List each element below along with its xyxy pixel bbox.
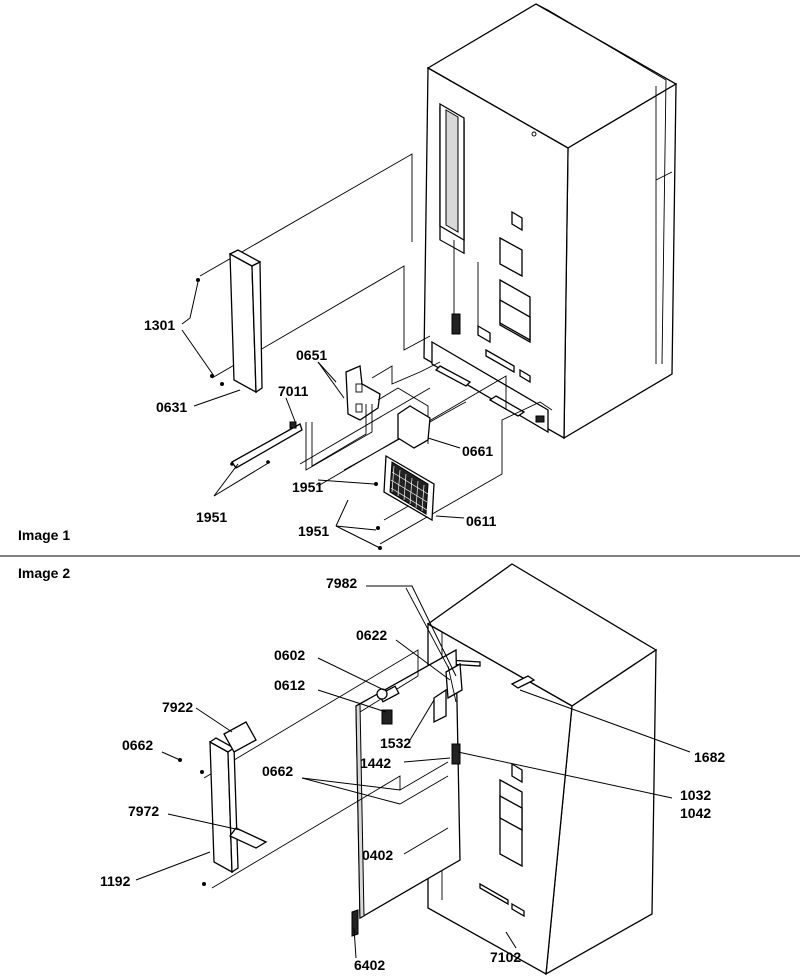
label-1032: 1032 (680, 787, 711, 803)
label-7972: 7972 (128, 803, 159, 819)
label-1042: 1042 (680, 805, 711, 821)
label-0602: 0602 (274, 647, 305, 663)
guide-lines-1 (199, 153, 553, 545)
trim-1192 (178, 721, 268, 886)
label-1951-a: 1951 (292, 479, 323, 495)
label-0612: 0612 (274, 677, 305, 693)
label-6402: 6402 (354, 957, 385, 973)
caption-image-1: Image 1 (18, 527, 70, 543)
label-1301: 1301 (144, 317, 175, 333)
back-panel-0631 (196, 249, 263, 394)
label-0622: 0622 (356, 627, 387, 643)
leaders-2 (135, 585, 691, 959)
label-0631: 0631 (156, 399, 187, 415)
label-1682: 1682 (694, 749, 725, 765)
image1-group: 1301 0631 0651 7011 0661 1951 1951 1951 … (18, 3, 678, 550)
bracket-0651 (345, 365, 429, 444)
label-7922: 7922 (162, 699, 193, 715)
label-1192: 1192 (100, 873, 131, 889)
label-0611: 0611 (466, 513, 497, 529)
label-0662-a: 0662 (122, 737, 153, 753)
label-0651: 0651 (296, 347, 327, 363)
hinge-parts (376, 662, 463, 765)
label-0402: 0402 (362, 847, 393, 863)
label-7011: 7011 (278, 383, 309, 399)
cabinet-2 (426, 563, 658, 976)
label-7102: 7102 (490, 949, 521, 965)
label-1442: 1442 (360, 755, 391, 771)
label-7982: 7982 (326, 575, 357, 591)
tubing-7011 (305, 404, 373, 471)
label-1532: 1532 (380, 735, 411, 751)
image2-group: 7982 0622 0602 0612 7922 0662 1532 1442 … (18, 563, 725, 976)
label-1951-b: 1951 (196, 509, 227, 525)
leaders-1 (181, 281, 465, 549)
label-1951-c: 1951 (298, 523, 329, 539)
caption-image-2: Image 2 (18, 565, 70, 581)
cabinet-1 (423, 3, 678, 440)
grille-0611 (374, 454, 435, 550)
label-0662-b: 0662 (262, 763, 293, 779)
cover-0661 (397, 405, 431, 449)
rail-1951 (230, 421, 303, 469)
label-0661: 0661 (462, 443, 493, 459)
